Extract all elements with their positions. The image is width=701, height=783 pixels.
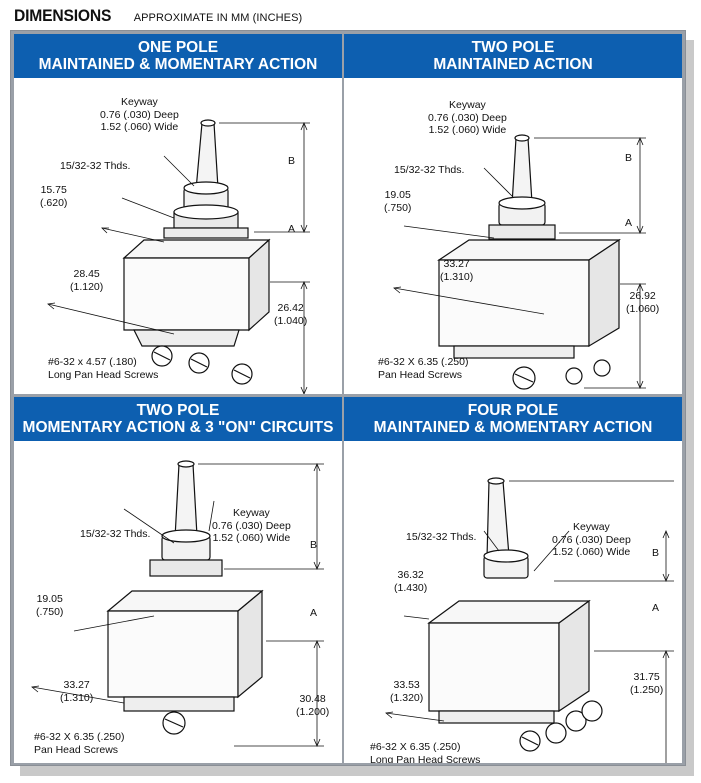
keyway-callout: Keyway 0.76 (.030) Deep 1.52 (.060) Wide [428,99,507,137]
panel-title-line2: MAINTAINED & MOMENTARY ACTION [373,419,653,436]
switch-drawing-two-pole [393,134,646,390]
dim-width-label: 33.27 (1.310) [440,258,474,283]
keyway-depth: 0.76 (.030) Deep [212,519,291,532]
dim-height-label: 26.92 (1.060) [626,290,660,315]
keyway-callout: Keyway 0.76 (.030) Deep 1.52 (.060) Wide [100,96,179,134]
keyway-width: 1.52 (.060) Wide [428,124,507,136]
dim-width-label: 33.27 (1.310) [60,679,94,704]
page-heading: DIMENSIONS APPROXIMATE IN MM (INCHES) [14,6,302,28]
dim-top-label: 36.32 (1.430) [394,569,428,594]
panel-title-line1: TWO POLE [136,402,220,419]
switch-drawing-one-pole [47,119,310,394]
dim-top-label: 15.75 (.620) [40,184,68,209]
keyway-callout: Keyway 0.76 (.030) Deep 1.52 (.060) Wide [552,521,631,559]
label-a: A [310,607,318,619]
switch-drawing-four-pole [385,477,674,763]
panel-one-pole: ONE POLE MAINTAINED & MOMENTARY ACTION [14,34,342,394]
panel-title-band: ONE POLE MAINTAINED & MOMENTARY ACTION [14,34,342,78]
panel-four-pole: FOUR POLE MAINTAINED & MOMENTARY ACTION [344,397,682,763]
screws-label: #6-32 x 4.57 (.180) Long Pan Head Screws [48,356,159,381]
label-a: A [288,223,296,235]
panel-two-pole-momentary: TWO POLE MOMENTARY ACTION & 3 "ON" CIRCU… [14,397,342,763]
label-b: B [310,539,318,551]
dim-height-label: 26.42 (1.040) [274,302,308,327]
label-a: A [625,217,633,229]
keyway-width: 1.52 (.060) Wide [212,532,291,544]
dimensions-grid: ONE POLE MAINTAINED & MOMENTARY ACTION [10,30,686,766]
label-b: B [652,547,660,559]
panel-title-line1: TWO POLE [471,39,555,56]
dim-top-label: 19.05 (.750) [36,593,64,618]
panel-title-line1: ONE POLE [137,39,219,56]
panel-title-band: TWO POLE MAINTAINED ACTION [344,34,682,78]
keyway-width: 1.52 (.060) Wide [100,121,179,133]
keyway-label: Keyway [233,507,270,519]
panel-title-line2: MAINTAINED ACTION [433,56,593,73]
thread-label: 15/32-32 Thds. [80,528,151,540]
dim-width-label: 33.53 (1.320) [390,679,424,704]
label-b: B [625,152,633,164]
panel-title-line2: MOMENTARY ACTION & 3 "ON" CIRCUITS [22,419,334,436]
keyway-callout: Keyway 0.76 (.030) Deep 1.52 (.060) Wide [212,507,291,545]
dim-top-label: 19.05 (.750) [384,189,412,214]
thread-label: 15/32-32 Thds. [60,160,131,172]
page-title: DIMENSIONS [14,6,112,25]
screws-label: #6-32 X 6.35 (.250) Pan Head Screws [34,731,125,756]
label-b: B [288,155,296,167]
dim-height-label: 30.48 (1.200) [296,693,330,718]
panel-title-line1: FOUR POLE [467,402,559,419]
dim-width-label: 28.45 (1.120) [70,268,104,293]
panel-title-line2: MAINTAINED & MOMENTARY ACTION [38,56,318,73]
units-note: APPROXIMATE IN MM (INCHES) [133,12,303,24]
keyway-depth: 0.76 (.030) Deep [428,111,507,124]
dim-height-label: 31.75 (1.250) [630,671,664,696]
keyway-depth: 0.76 (.030) Deep [100,108,179,121]
switch-drawing-two-pole-momentary [31,460,324,748]
keyway-label: Keyway [449,99,486,111]
screws-label: #6-32 X 6.35 (.250) Long Pan Head Screws [370,741,481,763]
screws-label: #6-32 X 6.35 (.250) Pan Head Screws [378,356,469,381]
thread-label: 15/32-32 Thds. [406,531,477,543]
keyway-depth: 0.76 (.030) Deep [552,533,631,546]
keyway-width: 1.52 (.060) Wide [552,546,631,558]
keyway-label: Keyway [573,521,610,533]
panel-two-pole-maintained: TWO POLE MAINTAINED ACTION [344,34,682,394]
panel-title-band: TWO POLE MOMENTARY ACTION & 3 "ON" CIRCU… [14,397,342,441]
label-a: A [652,602,660,614]
panel-title-band: FOUR POLE MAINTAINED & MOMENTARY ACTION [344,397,682,441]
keyway-label: Keyway [121,96,158,108]
thread-label: 15/32-32 Thds. [394,164,465,176]
